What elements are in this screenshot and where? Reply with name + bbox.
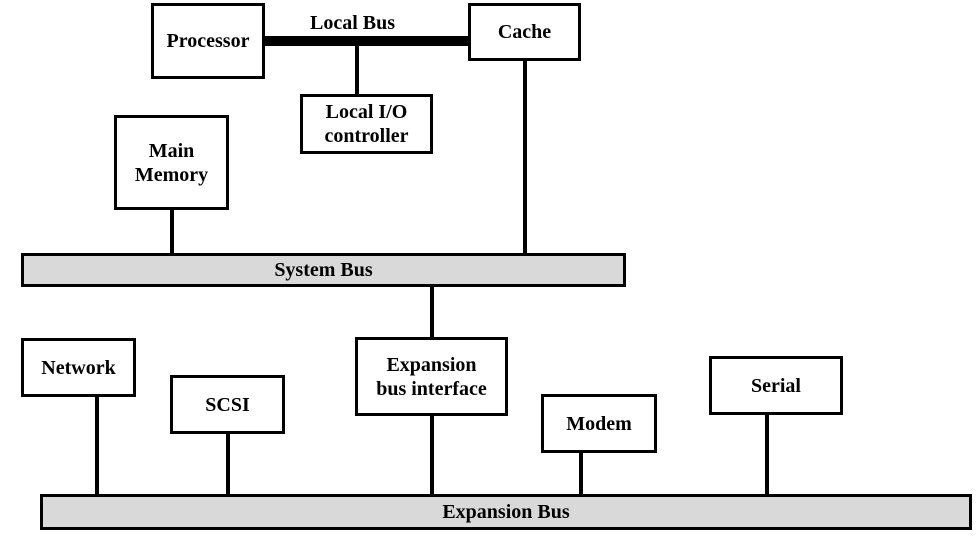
scsi-box: SCSI (170, 375, 285, 434)
modem-connector (579, 451, 583, 496)
processor-label: Processor (166, 30, 250, 52)
serial-box: Serial (709, 356, 843, 415)
local-io-controller-label: Local I/O controller (324, 101, 409, 147)
system-bus-label: System Bus (274, 258, 373, 281)
cache-label: Cache (497, 21, 552, 43)
expansion-bus-interface-box: Expansion bus interface (355, 337, 508, 416)
expansion-bus-label: Expansion Bus (442, 500, 570, 523)
processor-box: Processor (151, 3, 265, 79)
scsi-label: SCSI (205, 393, 250, 416)
local-io-connector (355, 44, 359, 96)
expansion-bus: Expansion Bus (40, 494, 972, 530)
expansion-bus-interface-label: Expansion bus interface (376, 353, 487, 400)
cache-box: Cache (468, 3, 581, 61)
system-bus: System Bus (21, 253, 626, 287)
modem-label: Modem (566, 412, 632, 435)
cache-connector (523, 60, 527, 255)
serial-connector (765, 413, 769, 496)
local-io-controller-box: Local I/O controller (300, 94, 433, 154)
main-memory-connector (170, 208, 174, 255)
main-memory-label: Main Memory (134, 139, 209, 186)
system-to-expansion-interface-connector (430, 285, 434, 339)
modem-box: Modem (541, 394, 657, 453)
scsi-connector (226, 432, 230, 496)
local-bus-label: Local Bus (310, 12, 396, 34)
main-memory-box: Main Memory (114, 115, 229, 210)
serial-label: Serial (751, 374, 801, 397)
network-connector (95, 395, 99, 496)
local-bus-line (262, 36, 470, 46)
network-box: Network (21, 338, 136, 397)
network-label: Network (41, 356, 116, 379)
expansion-interface-connector (430, 414, 434, 496)
